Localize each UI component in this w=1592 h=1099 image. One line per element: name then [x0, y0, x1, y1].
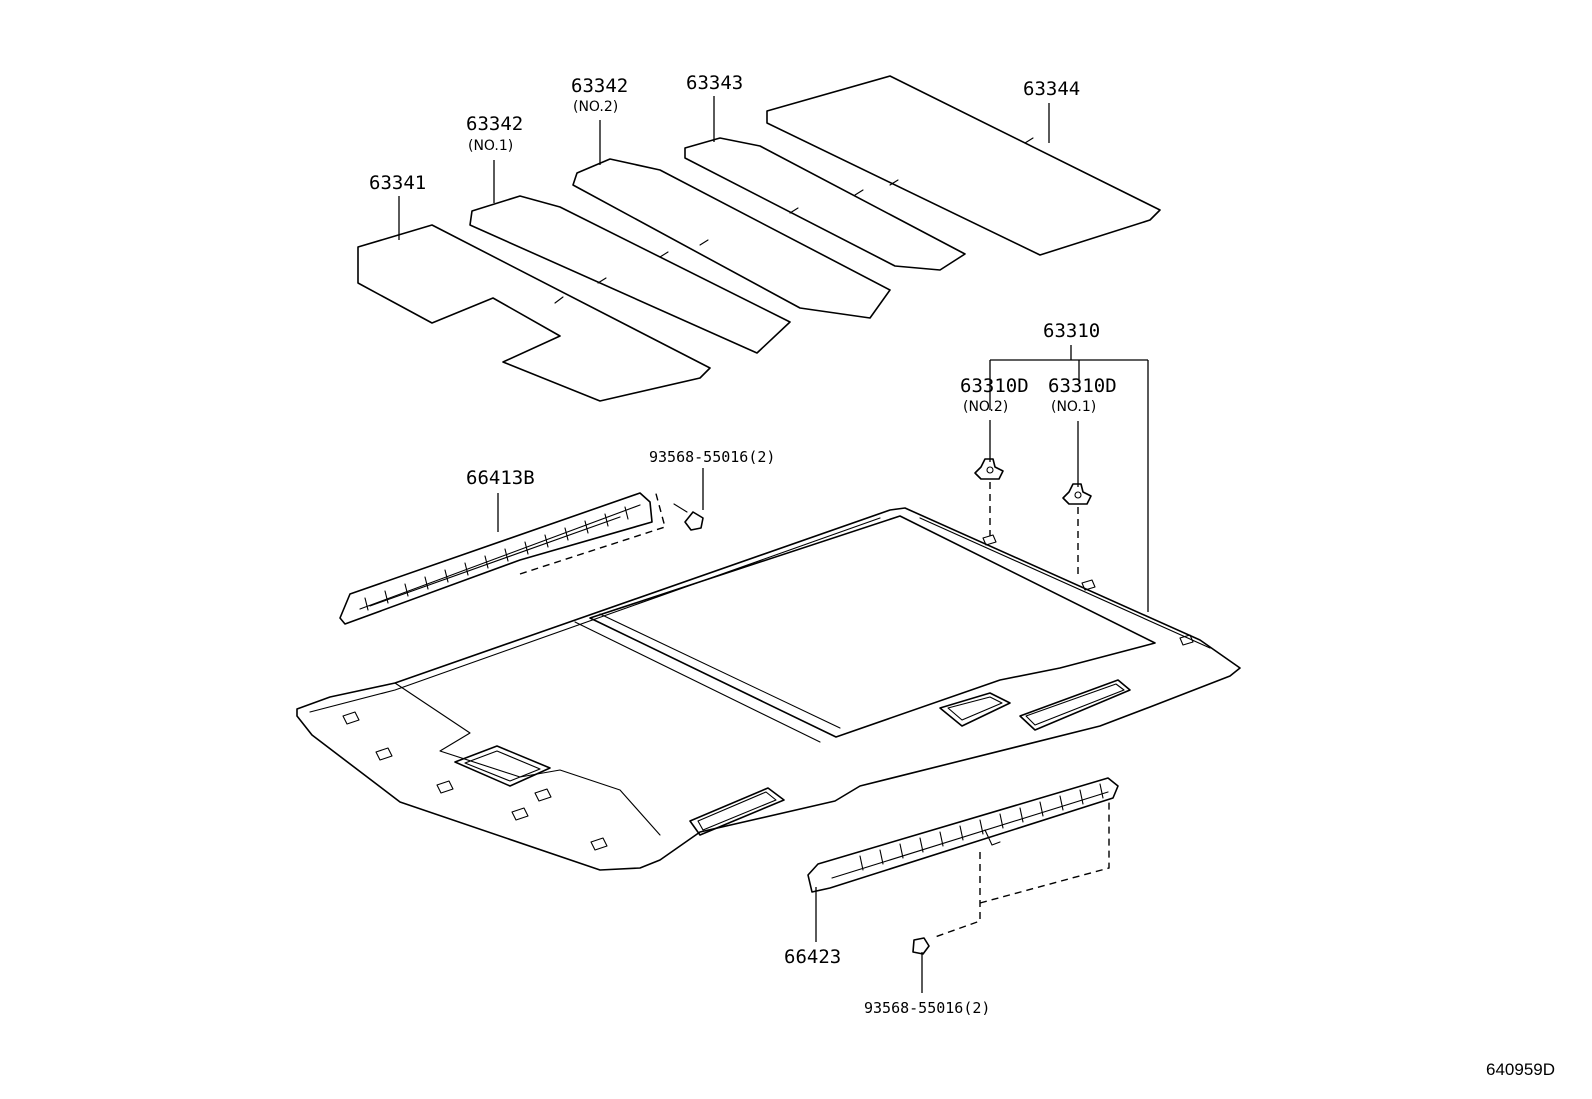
label-93568-top: 93568-55016(2)	[649, 448, 775, 466]
screw-top	[673, 503, 704, 531]
label-63310d-no2: 63310D	[960, 375, 1029, 397]
label-63310d-no1-sub: (NO.1)	[1051, 399, 1096, 415]
pad-63341	[357, 224, 711, 402]
label-63344: 63344	[1023, 78, 1080, 100]
label-63310d-no2-sub: (NO.2)	[963, 399, 1008, 415]
pad-63342-no2	[572, 158, 891, 319]
figure-reference: 640959D	[1486, 1060, 1555, 1079]
label-66413b: 66413B	[466, 467, 535, 489]
label-63310d-no1: 63310D	[1048, 375, 1117, 397]
visor-holder-66413b	[339, 492, 653, 625]
pad-63344	[766, 75, 1161, 256]
label-63342-no1-sub: (NO.1)	[468, 138, 513, 154]
visor-holder-66423	[807, 777, 1119, 893]
label-66423: 66423	[784, 946, 841, 968]
label-63310: 63310	[1043, 320, 1100, 342]
label-63342-no2: 63342	[571, 75, 628, 97]
pad-63343	[684, 137, 966, 271]
leader-lines	[398, 96, 1149, 993]
clip-63310d-no2	[974, 458, 1004, 480]
label-63342-no1: 63342	[466, 113, 523, 135]
label-63341: 63341	[369, 172, 426, 194]
roof-headlining	[296, 507, 1241, 871]
label-93568-bottom: 93568-55016(2)	[864, 999, 990, 1017]
screw-bottom	[912, 937, 930, 955]
clip-63310d-no1	[1062, 483, 1092, 505]
pad-63342-no1	[469, 195, 791, 354]
label-63342-no2-sub: (NO.2)	[573, 99, 618, 115]
label-63343: 63343	[686, 72, 743, 94]
